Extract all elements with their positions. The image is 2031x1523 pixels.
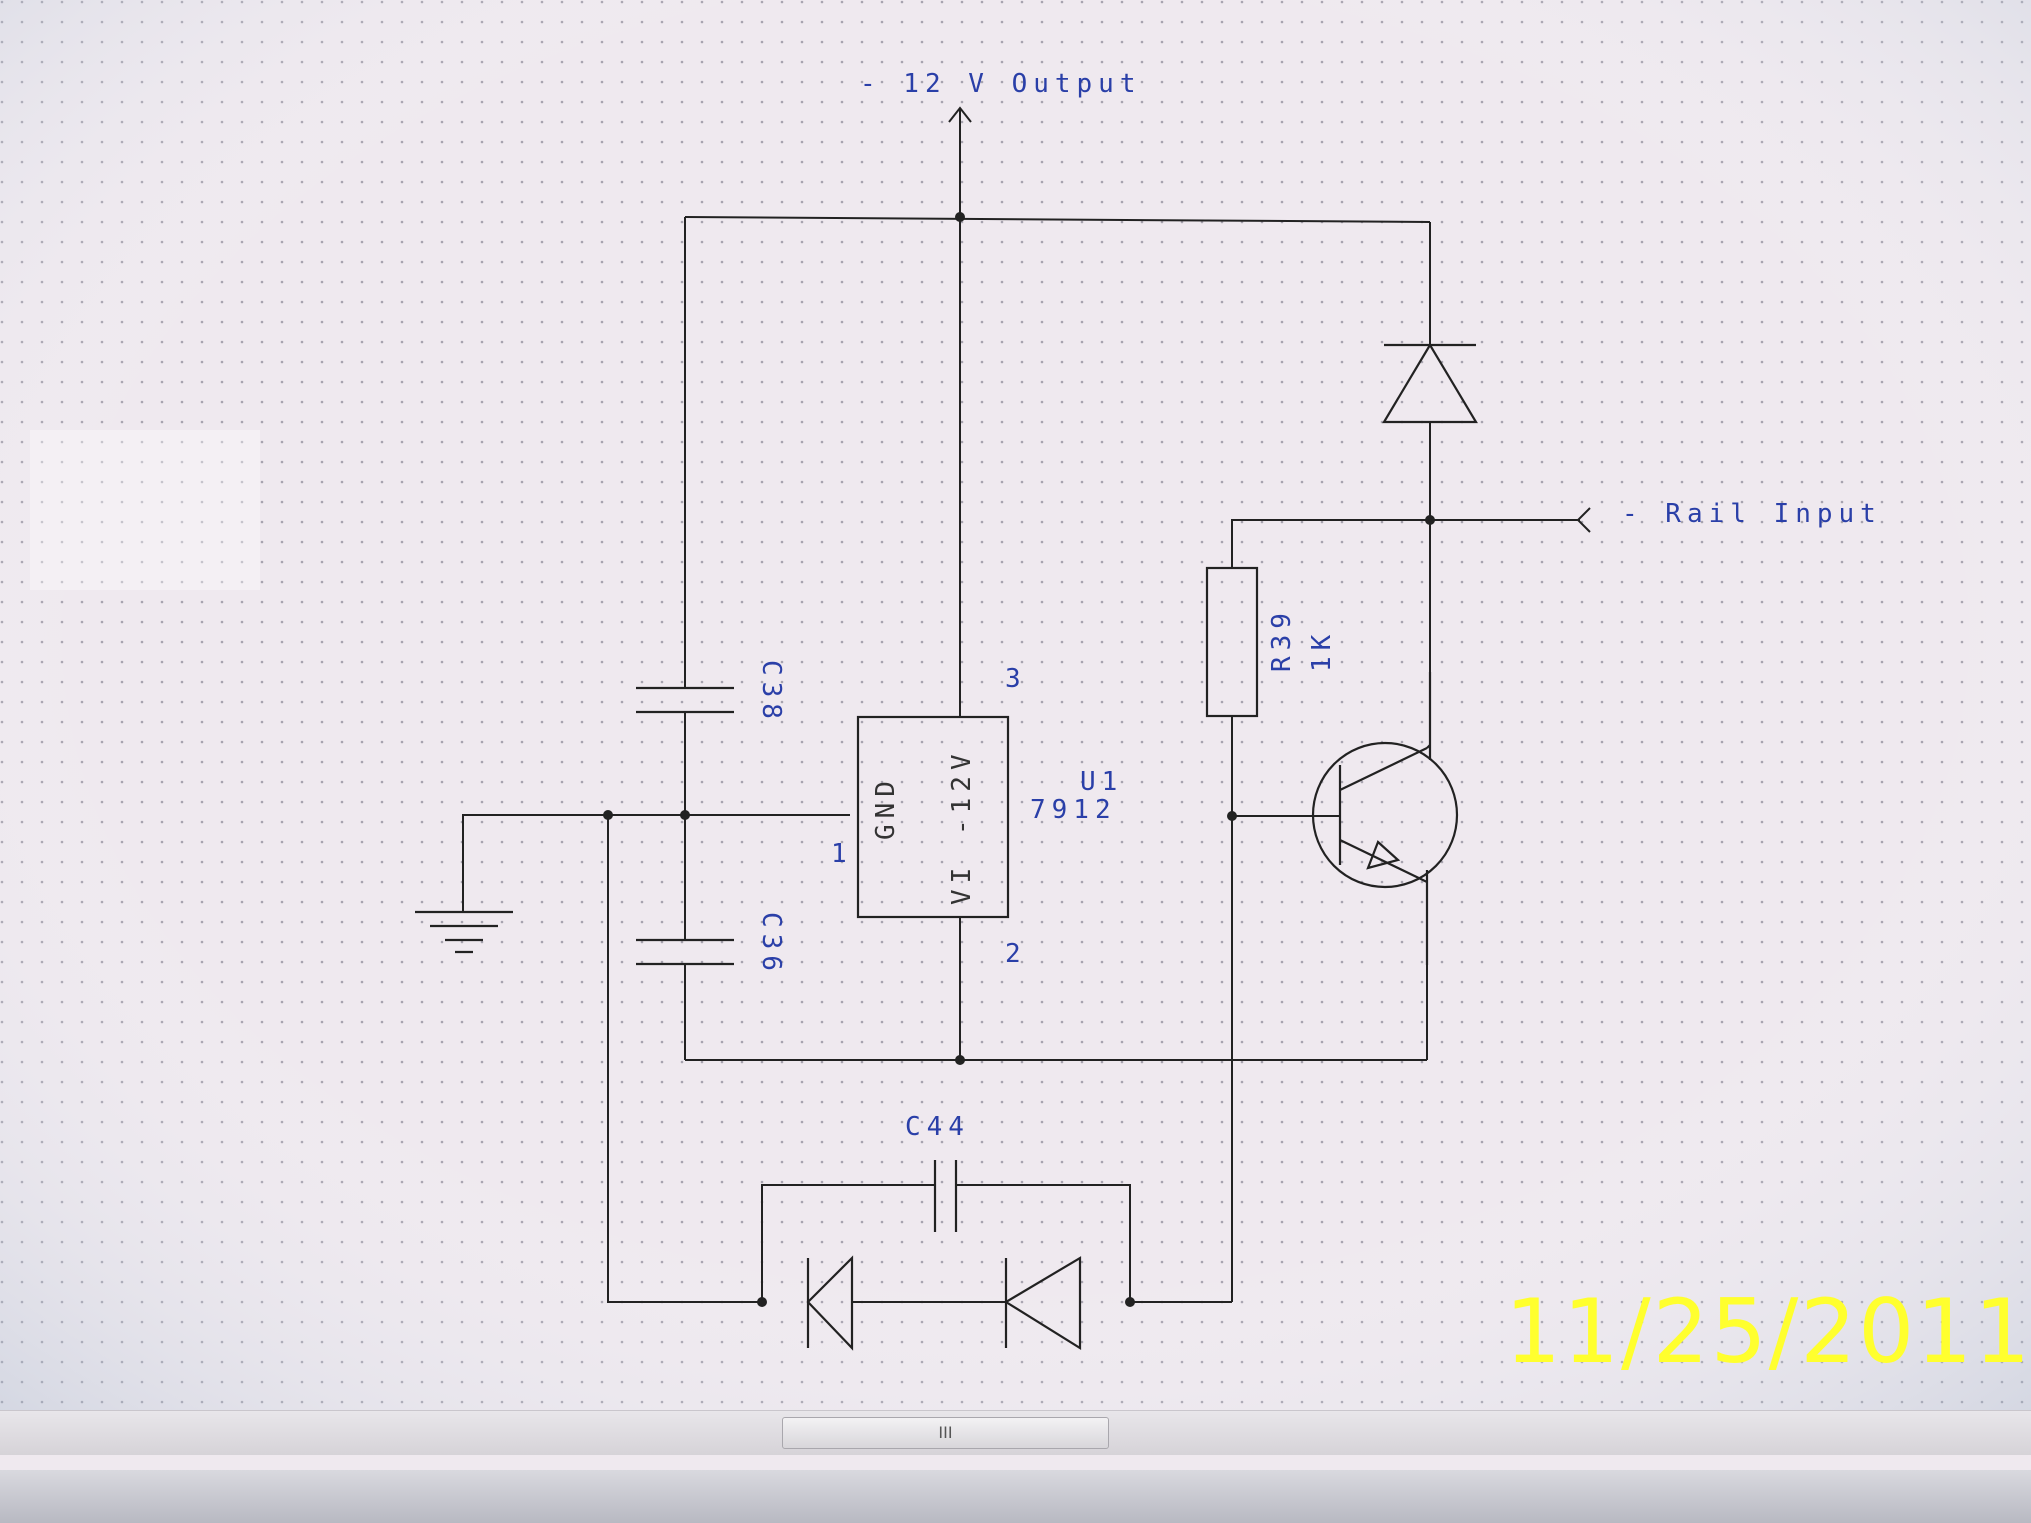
resistor-r39 bbox=[1205, 566, 1259, 718]
r39-value-label: 1K bbox=[1307, 629, 1337, 672]
u1-designator: U1 bbox=[1080, 767, 1123, 797]
regulator-u1: GND VI -12V bbox=[856, 715, 1010, 919]
diode-top bbox=[1382, 342, 1478, 424]
u1-vout-pin-label: -12V bbox=[947, 748, 977, 835]
diode-bottom-right bbox=[1003, 1256, 1082, 1350]
output-label: - 12 V Output bbox=[860, 69, 1142, 99]
u1-gnd-pin-label: GND bbox=[871, 775, 901, 840]
transistor bbox=[1311, 672, 1459, 965]
c38-label: C38 bbox=[756, 660, 786, 725]
ground-symbol bbox=[415, 910, 513, 954]
u1-part-number: 7912 bbox=[1030, 795, 1117, 825]
capacitor-c36 bbox=[636, 938, 734, 966]
diode-bottom-left bbox=[806, 1255, 854, 1351]
wires bbox=[462, 106, 1591, 1303]
date-stamp: 11/25/2011 bbox=[1505, 1280, 2031, 1383]
capacitor-c44 bbox=[933, 1160, 958, 1232]
c44-label: C44 bbox=[905, 1112, 970, 1142]
capacitor-c38 bbox=[636, 686, 734, 714]
r39-label: R39 bbox=[1267, 607, 1297, 672]
monitor-bezel bbox=[0, 1470, 2031, 1523]
junction-dots bbox=[603, 212, 1435, 1307]
pin-2-label: 2 bbox=[1005, 939, 1021, 969]
rail-input-label: - Rail Input bbox=[1622, 499, 1882, 529]
horizontal-scrollbar[interactable]: III bbox=[0, 1410, 2031, 1455]
scrollbar-thumb[interactable]: III bbox=[782, 1417, 1109, 1449]
u1-vi-pin-label: VI bbox=[947, 862, 977, 905]
vignette bbox=[0, 0, 2031, 1410]
pin-3-label: 3 bbox=[1005, 664, 1021, 694]
pin-1-label: 1 bbox=[831, 839, 847, 869]
c36-label: C36 bbox=[756, 912, 786, 977]
